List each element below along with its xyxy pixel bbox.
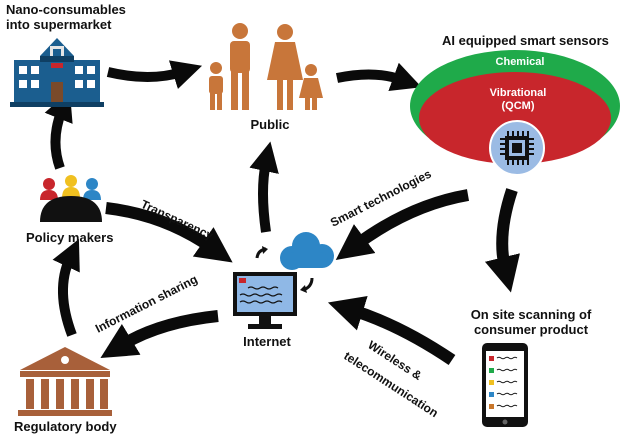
sync-arrows-icon [255, 246, 314, 293]
regulatory-bank-icon [18, 347, 112, 416]
arrow-internet-to-regulatory [100, 310, 219, 359]
arrow-policy-to-supermarket [44, 90, 73, 170]
scanning-label-line2: consumer product [473, 322, 589, 337]
edge-label-smart-technologies: Smart technologies [328, 166, 434, 229]
arrow-sensors-to-scanning [484, 188, 520, 293]
vibrational-label: Vibrational [490, 87, 547, 99]
vibrational-core [419, 72, 611, 164]
regulatory-body-label: Regulatory body [14, 419, 117, 434]
public-family-icon [209, 23, 323, 110]
policy-makers-icon [40, 175, 102, 222]
arrow-public-to-sensors [335, 62, 422, 91]
computer-monitor-icon [233, 272, 297, 329]
arrow-regulatory-to-policy [52, 238, 80, 337]
arrow-smart-tech-to-internet [335, 189, 470, 260]
sensors-title: AI equipped smart sensors [442, 33, 609, 48]
arrows [44, 60, 520, 365]
supermarket-label-line2: into supermarket [6, 17, 112, 32]
smartphone-icon [482, 343, 528, 427]
supermarket-label-line1: Nano-consumables [6, 2, 126, 17]
public-label: Public [250, 117, 290, 132]
microchip-icon [500, 131, 534, 165]
arrow-supermarket-to-public [106, 60, 203, 90]
arrow-internet-to-public [249, 141, 279, 233]
internet-label: Internet [243, 334, 291, 349]
policy-makers-label: Policy makers [26, 230, 114, 245]
scanning-label-line1: On site scanning of [470, 307, 592, 322]
supermarket-label: Nano-consumables into supermarket [6, 2, 126, 32]
cloud-icon [280, 232, 334, 270]
sensor-ellipse: Chemical Vibrational (QCM) [410, 50, 620, 176]
supermarket-building-icon [10, 38, 104, 107]
arrow-transparency-to-internet [105, 202, 233, 263]
qcm-label: (QCM) [502, 100, 535, 112]
arrow-scanning-to-internet [327, 296, 456, 365]
scanning-label: On site scanning of consumer product [452, 307, 610, 337]
chemical-label: Chemical [496, 56, 545, 68]
